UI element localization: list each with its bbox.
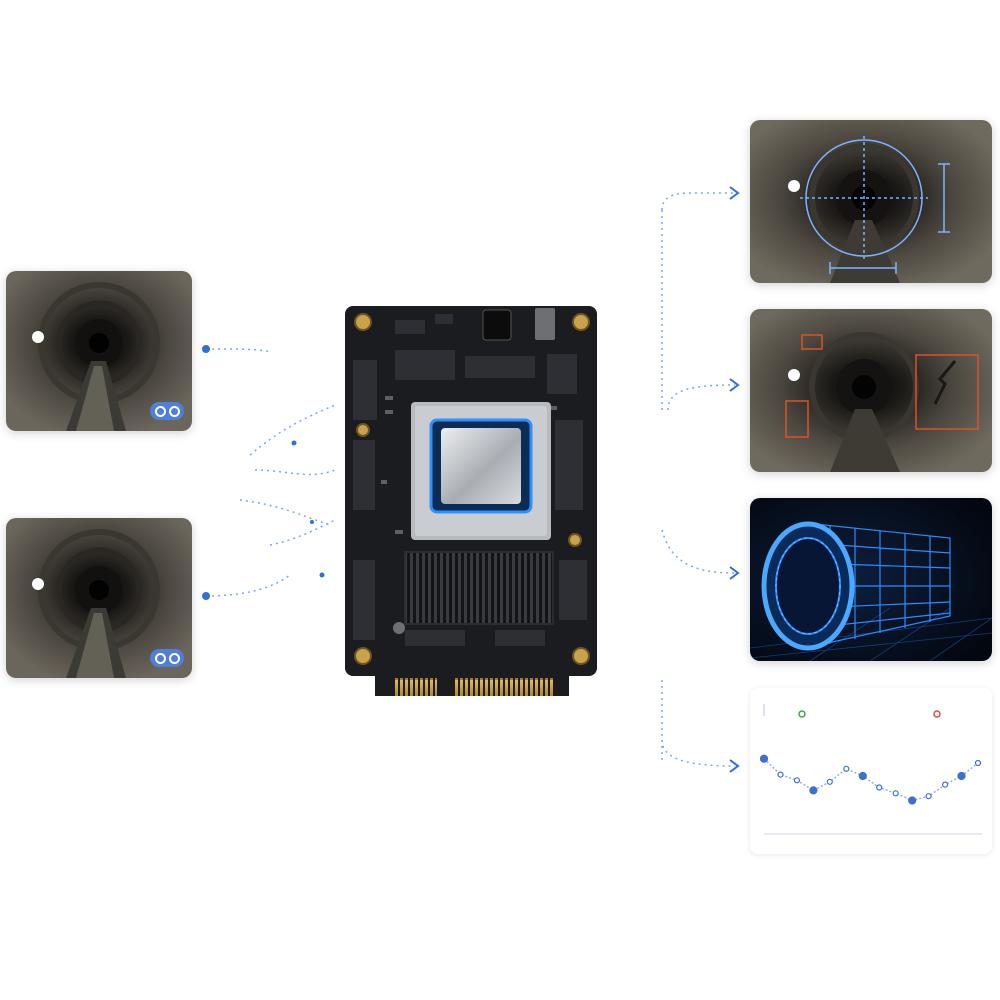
trend-data-point: [858, 771, 867, 781]
connector-fan-2: [254, 469, 336, 476]
camera-feed-2-card: [6, 518, 192, 678]
trend-data-point: [777, 771, 784, 778]
trend-data-point: [908, 796, 917, 805]
trend-data-point: [759, 754, 769, 763]
defect-box-2: [785, 400, 809, 438]
connector-dot-fan-3: [310, 520, 314, 524]
connector-input-1: [205, 348, 271, 353]
trend-data-point: [974, 759, 982, 767]
trend-data-point: [876, 784, 883, 791]
connector-dot-input-2: [202, 592, 210, 600]
connector-input-2: [205, 574, 291, 597]
dual-camera-icon: [150, 649, 184, 667]
trend-data-point: [957, 771, 966, 781]
output-diameter-measurement-card: [750, 120, 992, 283]
trend-data-point: [892, 790, 899, 797]
output-3d-reconstruction-card: [750, 498, 992, 661]
trend-data-point: [942, 781, 949, 788]
pipe-measurement-image: [750, 120, 992, 283]
trend-data-point: [809, 786, 818, 795]
connector-fan-1: [249, 404, 336, 456]
connector-dot-fan-2: [319, 572, 325, 578]
connector-output-3: [661, 529, 736, 574]
connector-output-1: [661, 192, 735, 211]
camera-feed-1-card: [6, 271, 192, 431]
trend-data-point: [925, 793, 932, 800]
compute-module-board: [345, 306, 597, 696]
arrow-output-4: [729, 759, 740, 773]
status-marker-1: [798, 710, 806, 718]
trend-data-point: [826, 778, 833, 785]
arrow-output-1: [729, 186, 740, 200]
dual-camera-icon: [150, 402, 184, 420]
pipe-defect-image: [750, 309, 992, 472]
arrow-output-3: [729, 566, 740, 580]
trend-data-point: [843, 765, 850, 772]
connector-output-2: [667, 384, 736, 411]
connector-output-4: [661, 739, 736, 767]
status-marker-2: [933, 710, 941, 718]
connector-dot-fan-1: [291, 440, 297, 446]
trend-line-chart: [759, 704, 982, 835]
connector-fan-4: [269, 519, 336, 546]
pipe-camera-image-1: [6, 271, 192, 431]
arrow-output-2: [729, 378, 740, 392]
connector-dot-input-1: [202, 345, 210, 353]
output-defect-detection-card: [750, 309, 992, 472]
output-trend-chart-card: [750, 688, 992, 854]
defect-box-1: [801, 334, 823, 350]
defect-box-3: [915, 354, 979, 430]
trend-data-point: [793, 777, 801, 784]
mounting-holes: [354, 313, 590, 665]
pipe-3d-mesh: [750, 498, 992, 661]
connector-fan-3: [239, 499, 331, 526]
